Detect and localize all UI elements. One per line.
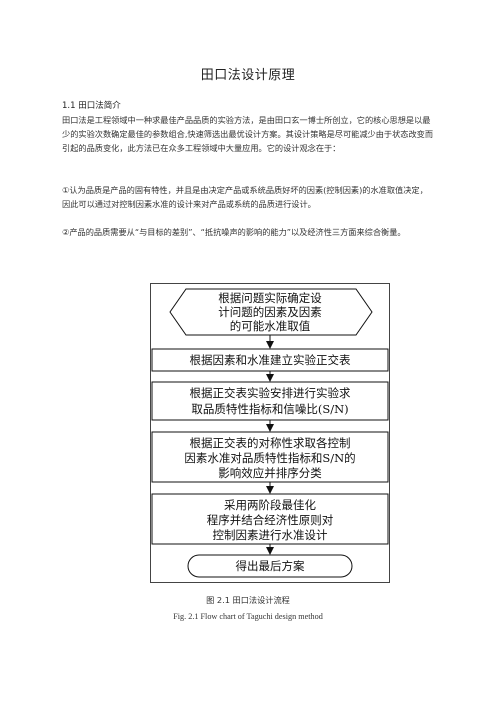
flowchart-step-1-line-1: 根据问题实际确定设 bbox=[218, 291, 322, 305]
flowchart-step-1-shape bbox=[169, 288, 373, 336]
flowchart: 根据问题实际确定设 计问题的因素及因素 的可能水准取值 根据因素和水准建立实验正… bbox=[150, 283, 390, 583]
figure-caption-chinese: 图 2.1 田口法设计流程 bbox=[206, 595, 290, 605]
flowchart-step-4-line-2: 因素水准对品质特性指标和S/N的 bbox=[184, 451, 355, 465]
flowchart-step-4-shape bbox=[151, 431, 389, 483]
flowchart-step-6-shape bbox=[187, 554, 353, 578]
section-heading: 1.1 田口法简介 bbox=[62, 101, 121, 111]
flowchart-step-4-line-1: 根据正交表的对称性求取各控制 bbox=[190, 436, 351, 450]
flowchart-step-5-line-1: 采用两阶段最佳化 bbox=[224, 498, 316, 512]
flowchart-step-1-line-3: 的可能水准取值 bbox=[230, 319, 311, 333]
flowchart-step-3-shape bbox=[151, 381, 389, 421]
flowchart-step-3-line-1: 根据正交表实验安排进行实验求 bbox=[190, 386, 351, 400]
flowchart-step-6-line-1: 得出最后方案 bbox=[236, 559, 305, 573]
flowchart-step-5-line-3: 控制因素进行水准设计 bbox=[213, 528, 328, 542]
paragraph-intro: 田口法是工程领域中一种求最佳产品品质的实验方法，是由田口玄一博士所创立，它的核心… bbox=[62, 115, 434, 154]
paragraph-point-1: ①认为品质是产品的固有特性，并且是由决定产品或系统品质好坏的因素(控制因素)的水… bbox=[62, 185, 428, 210]
flowchart-step-3-line-2: 取品质特性指标和信噪比(S/N) bbox=[191, 402, 348, 416]
flowchart-step-4-line-3: 影响效应并排序分类 bbox=[218, 466, 322, 480]
paragraph-point-2: ②产品的品质需要从“与目标的差别”、“抵抗噪声的影响的能力”以及经济性三方面来综… bbox=[62, 227, 406, 237]
flowchart-step-5-line-2: 程序并结合经济性原则对 bbox=[207, 513, 334, 527]
flowchart-step-1-line-2: 计问题的因素及因素 bbox=[218, 305, 322, 319]
page-title: 田口法设计原理 bbox=[200, 68, 296, 83]
flowchart-step-2-line-1: 根据因素和水准建立实验正交表 bbox=[190, 353, 351, 367]
figure-caption-english: Fig. 2.1 Flow chart of Taguchi design me… bbox=[173, 612, 323, 621]
